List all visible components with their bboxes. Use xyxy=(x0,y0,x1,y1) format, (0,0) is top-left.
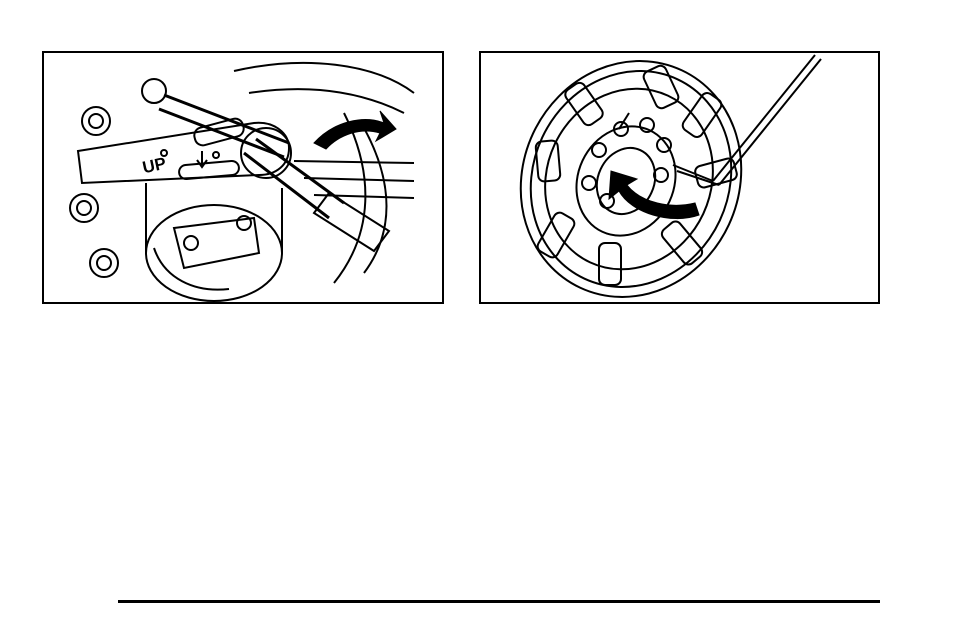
wrench-up-label: UP xyxy=(141,154,168,177)
figure-spare-tire xyxy=(479,51,880,304)
rotate-arrow-icon xyxy=(314,111,396,149)
figure-wheel-wrench: UP xyxy=(42,51,444,304)
spare-tire-illustration-icon xyxy=(481,53,878,302)
wheel-wrench-illustration-icon: UP xyxy=(44,53,442,302)
page-divider-rule xyxy=(118,600,880,603)
